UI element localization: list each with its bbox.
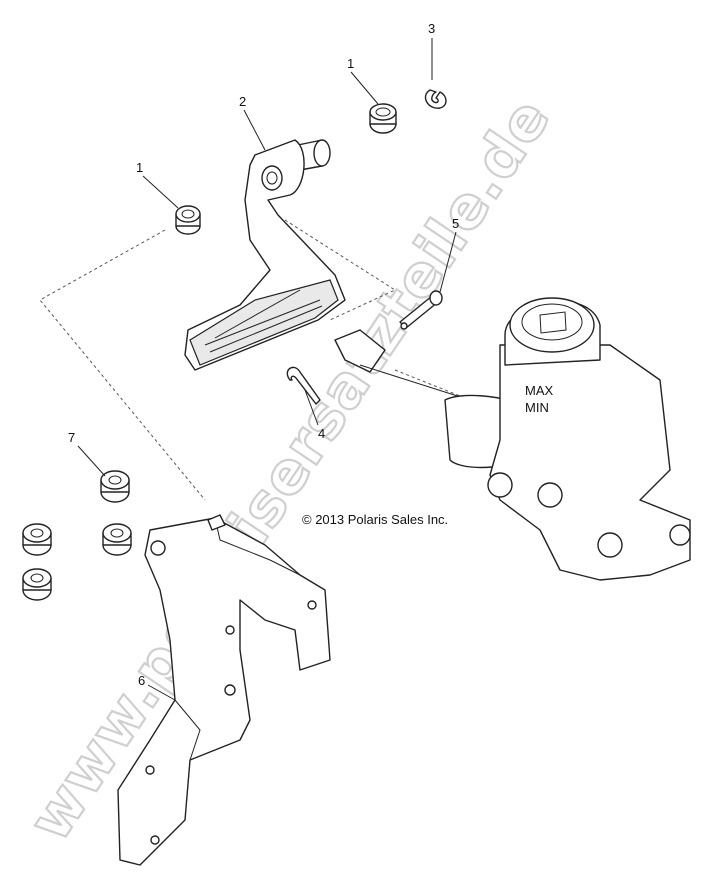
watermark: www.polarisersatzteile.de [14,84,564,853]
flange-nut-d [22,568,52,601]
callout-6: 6 [138,673,145,688]
assembly-guide-lines [39,219,471,501]
callout-7: 7 [68,430,75,445]
reservoir-max-label: MAX [525,383,554,398]
cotter-pin [286,366,321,405]
flange-nut-a [100,470,130,503]
flange-nut-b [22,523,52,556]
e-clip [424,89,447,109]
bushing-left [175,205,201,235]
clevis-pin [399,290,443,330]
bushing-upper [369,103,397,134]
master-cylinder: MAX MIN [334,297,691,581]
callout-3: 3 [428,21,435,36]
leader-lines [77,38,457,701]
callout-2: 2 [239,94,246,109]
brake-pedal [184,139,346,371]
watermark-text: www.polarisersatzteile.de [15,86,563,853]
reservoir-min-label: MIN [525,400,549,415]
callout-1b: 1 [136,160,143,175]
mounting-bracket [117,514,331,866]
callout-1a: 1 [347,56,354,71]
callout-4: 4 [318,426,325,441]
copyright-notice: © 2013 Polaris Sales Inc. [302,512,449,527]
callout-5: 5 [452,216,459,231]
flange-nut-c [102,523,132,556]
